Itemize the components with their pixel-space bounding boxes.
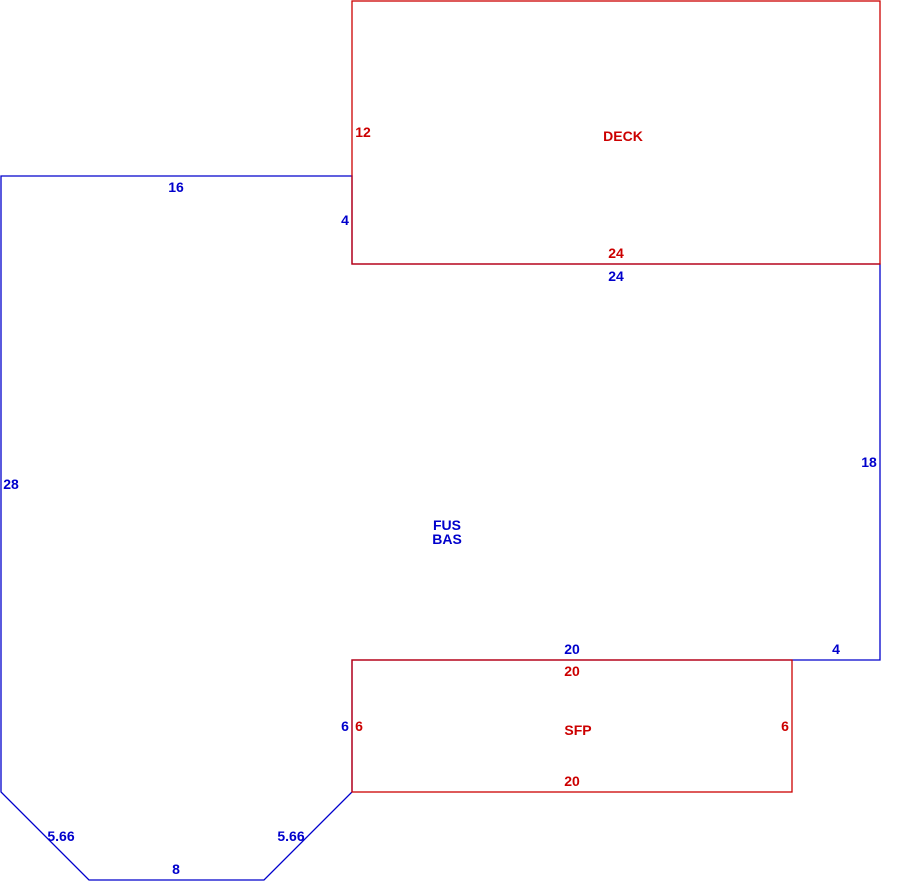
dim-sfp-top: 20 bbox=[564, 663, 580, 679]
dim-main-inner-left: 6 bbox=[341, 718, 349, 734]
dim-main-right: 18 bbox=[861, 454, 877, 470]
dim-main-top-left: 16 bbox=[168, 179, 184, 195]
sfp-outline bbox=[351, 659, 793, 793]
dim-deck-left: 12 bbox=[355, 124, 371, 140]
dim-main-left: 28 bbox=[3, 476, 19, 492]
dim-main-top-right: 24 bbox=[608, 268, 624, 284]
dim-main-step-left: 4 bbox=[341, 212, 349, 228]
sfp-label: SFP bbox=[564, 722, 591, 738]
area-code-fus: FUS bbox=[433, 517, 461, 533]
dim-sfp-left: 6 bbox=[355, 718, 363, 734]
dim-sfp-right: 6 bbox=[781, 718, 789, 734]
dim-main-inner-bottom: 20 bbox=[564, 641, 580, 657]
dim-sfp-bottom: 20 bbox=[564, 773, 580, 789]
dim-main-diag-left: 5.66 bbox=[47, 828, 74, 844]
dim-deck-bottom: 24 bbox=[608, 245, 624, 261]
area-code-bas: BAS bbox=[432, 531, 462, 547]
dim-main-diag-right: 5.66 bbox=[277, 828, 304, 844]
deck-label: DECK bbox=[603, 128, 643, 144]
dim-main-bottom: 8 bbox=[172, 861, 180, 877]
deck-outline bbox=[351, 0, 881, 265]
dim-main-bottom-right: 4 bbox=[832, 641, 840, 657]
